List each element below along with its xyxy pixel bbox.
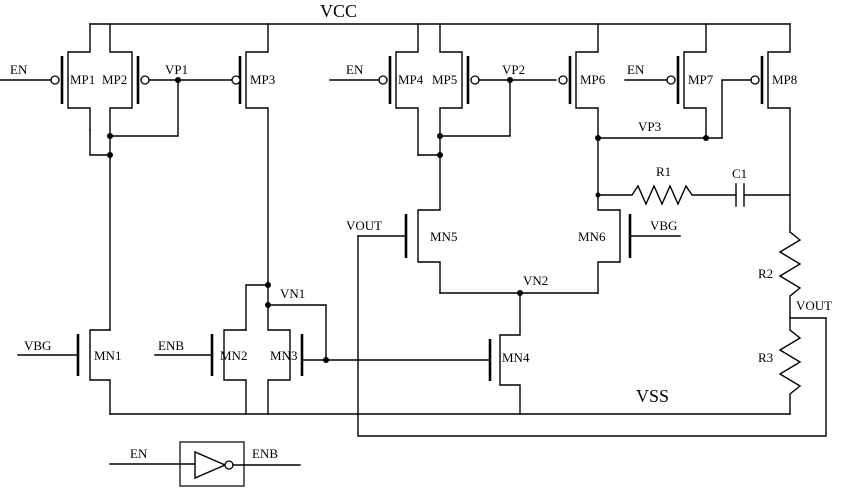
r2-label: R2 — [758, 266, 773, 281]
mn5-vout-label: VOUT — [346, 218, 382, 233]
vp2-junction — [507, 77, 513, 83]
vp3-label: VP3 — [638, 119, 661, 134]
mp5-label: MP5 — [432, 72, 457, 87]
inverter-in-label: EN — [130, 446, 148, 461]
mn3-label: MN3 — [270, 348, 297, 363]
mp5-drain-junction — [437, 133, 443, 139]
vn1-label: VN1 — [280, 286, 305, 301]
vp2-label: VP2 — [502, 62, 525, 77]
mp1-label: MP1 — [70, 72, 95, 87]
mn6-label: MN6 — [578, 229, 606, 244]
pmos-mp1: EN MP1 — [0, 23, 95, 131]
mp7-en-label: EN — [627, 62, 645, 77]
nmos-mn4: MN4 — [488, 292, 530, 415]
vp2-diode-wire — [439, 79, 511, 137]
nmos-mn1: VBG MN1 — [17, 329, 121, 415]
vp3-junction-left — [595, 135, 601, 141]
mn1-label: MN1 — [94, 348, 121, 363]
capacitor-c1: C1 — [732, 166, 791, 207]
nmos-mn3: MN3 — [267, 304, 491, 415]
nmos-mn6: VBG MN6 — [578, 137, 681, 294]
mp2-drain-junction — [107, 133, 113, 139]
vn2-label: VN2 — [523, 273, 548, 288]
pmos-mp7: EN MP7 — [624, 23, 714, 139]
vp1-junction — [175, 77, 181, 83]
mn5-label: MN5 — [430, 229, 457, 244]
mp4-label: MP4 — [398, 72, 424, 87]
resistor-r3: R3 — [758, 317, 802, 415]
pmos-mp5: MP5 — [432, 23, 480, 156]
vcc-label: VCC — [320, 1, 357, 21]
vn2-junction — [517, 290, 523, 296]
mp1-en-label: EN — [10, 62, 28, 77]
mn2-label: MN2 — [220, 348, 247, 363]
mn4-label: MN4 — [502, 350, 530, 365]
r1-label: R1 — [656, 164, 671, 179]
inverter-out-label: ENB — [252, 446, 278, 461]
vp3-junction-mp7 — [703, 135, 709, 141]
vn1-junction-top — [265, 282, 271, 288]
r3-label: R3 — [758, 350, 773, 365]
mp4-en-label: EN — [346, 62, 364, 77]
vss-label: VSS — [636, 386, 669, 406]
nmos-mn5: VOUT MN5 — [346, 154, 827, 437]
mp3-label: MP3 — [250, 72, 275, 87]
mp1-mp2-drain-wire — [89, 129, 111, 156]
mp2-label: MP2 — [102, 72, 127, 87]
pmos-mp3: MP3 — [231, 23, 275, 286]
vout-output-label: VOUT — [796, 298, 832, 313]
pmos-mp8: MP8 — [721, 23, 797, 233]
r1-junction — [595, 192, 601, 198]
pmos-mp2: MP2 — [102, 23, 150, 156]
c1-label: C1 — [732, 166, 747, 181]
pmos-mp6: MP6 — [558, 23, 606, 139]
mn2-enb-label: ENB — [158, 338, 184, 353]
nmos-mn2: ENB MN2 — [154, 329, 247, 415]
mn6-vbg-label: VBG — [650, 218, 677, 233]
vn1-wire — [245, 284, 269, 331]
mp6-label: MP6 — [580, 72, 606, 87]
mn1-vbg-label: VBG — [24, 338, 51, 353]
vp1-label: VP1 — [165, 62, 188, 77]
vn1-gate-junction — [323, 357, 329, 363]
mp7-label: MP7 — [688, 72, 714, 87]
inverter-symbol: EN ENB — [109, 441, 301, 487]
resistor-r1: R1 — [597, 164, 737, 206]
vp1-diode-wire — [109, 79, 179, 137]
vn1-diode-wire — [267, 284, 327, 361]
pmos-mp4: EN MP4 — [329, 23, 424, 156]
mp8-label: MP8 — [772, 72, 797, 87]
resistor-r2: R2 — [758, 231, 802, 319]
